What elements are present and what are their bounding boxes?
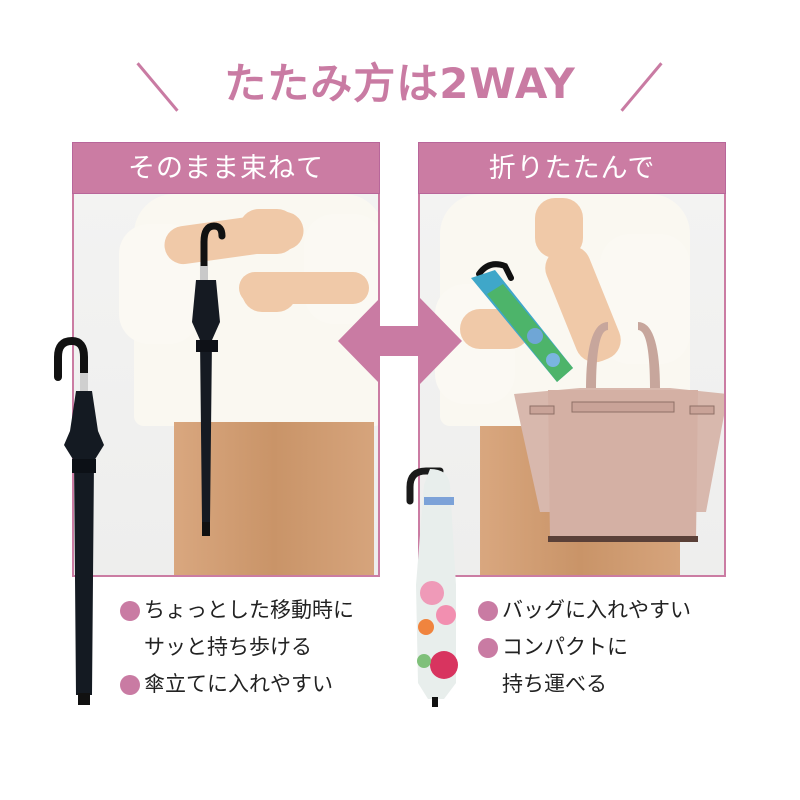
circle-bullet-icon xyxy=(120,600,140,621)
page-title: たたみ方は2WAY xyxy=(224,59,576,108)
panel-header-folded: 折りたたんで xyxy=(418,142,726,194)
lower-hand xyxy=(242,272,297,312)
bullet-text: ちょっとした移動時に xyxy=(144,598,354,622)
photo-bundled xyxy=(72,194,380,577)
panel-header-bundled: そのまま束ねて xyxy=(72,142,380,194)
long-umbrella-on-wrist xyxy=(192,222,226,536)
bullet-text: 傘立てに入れやすい xyxy=(144,672,333,696)
folded-umbrella-product xyxy=(406,467,458,707)
photo-folded xyxy=(418,194,726,577)
bullet-text: コンパクトに xyxy=(502,635,628,659)
bullet-text: バッグに入れやすい xyxy=(502,598,691,622)
panel-bundled: そのまま束ねて xyxy=(72,142,380,577)
fist xyxy=(239,209,297,254)
circle-bullet-icon xyxy=(478,600,498,621)
long-umbrella-product xyxy=(54,336,104,705)
tote-bag xyxy=(514,322,724,542)
bullet-list-bundled: ちょっとした移動時に サッと持ち歩ける 傘立てに入れやすい xyxy=(120,592,354,703)
bullet-text-continued: 持ち運べる xyxy=(502,672,607,696)
double-headed-arrow-icon xyxy=(338,298,462,384)
folded-umbrella-held xyxy=(471,261,573,382)
bullet-item: バッグに入れやすい xyxy=(478,592,691,629)
bullet-item: ちょっとした移動時に xyxy=(120,592,354,629)
circle-bullet-icon xyxy=(478,637,498,658)
bullet-list-folded: バッグに入れやすい コンパクトに 持ち運べる xyxy=(478,592,691,703)
bullet-text-continued: サッと持ち歩ける xyxy=(144,635,312,659)
bullet-item: コンパクトに xyxy=(478,629,691,666)
circle-bullet-icon xyxy=(120,674,140,695)
bullet-item: 傘立てに入れやすい xyxy=(120,666,354,703)
right-sleeve xyxy=(304,214,378,324)
panel-folded: 折りたたんで xyxy=(418,142,726,577)
